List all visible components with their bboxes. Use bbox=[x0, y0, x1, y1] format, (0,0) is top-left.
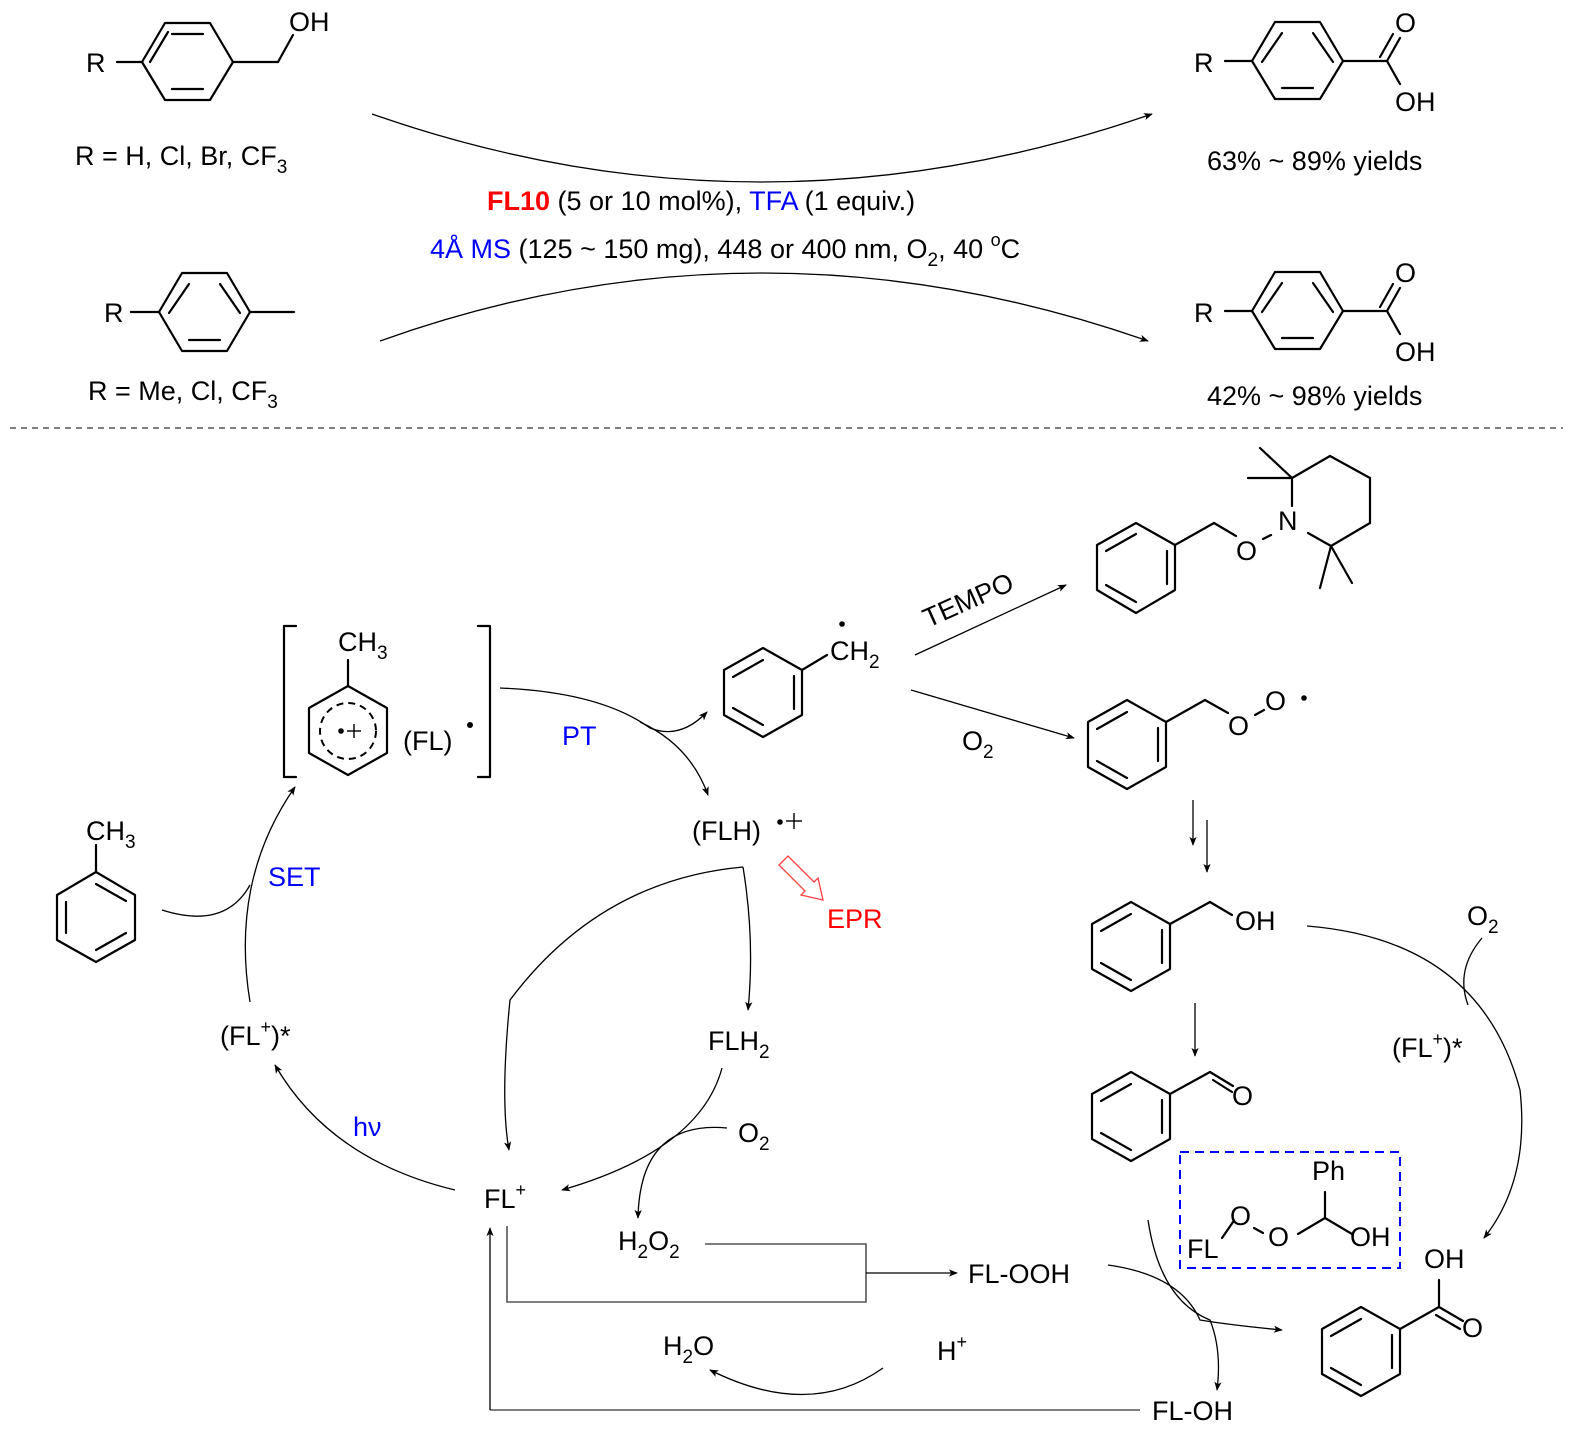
pt-arrow-flh bbox=[639, 721, 709, 796]
benzoic-acid-product-1: R O OH bbox=[1194, 8, 1436, 117]
carbonyl-o-label: O bbox=[1395, 258, 1416, 288]
tempo-arrow bbox=[914, 584, 1067, 656]
toluene-substrate: R bbox=[104, 271, 296, 353]
o2-label: O2 bbox=[738, 1118, 770, 1155]
arrow-flh-to-flh2 bbox=[742, 866, 753, 1011]
oh-label: OH bbox=[1235, 906, 1276, 936]
oh-label: OH bbox=[1395, 87, 1436, 117]
o-label: O bbox=[1232, 1081, 1253, 1111]
set-label: SET bbox=[268, 862, 321, 892]
h2o2-label: H2O2 bbox=[618, 1226, 680, 1263]
hv-label: hν bbox=[353, 1112, 382, 1142]
r-label: R bbox=[1194, 48, 1214, 78]
arrow-fl-ooh-to-acid bbox=[1107, 1264, 1283, 1333]
o-label: O bbox=[1268, 1222, 1289, 1252]
oh-label: OH bbox=[1424, 1244, 1465, 1274]
benzyl-radical: CH2 bbox=[722, 621, 880, 739]
conditions-line-2: 4Å MS (125 ~ 150 mg), 448 or 400 nm, O2,… bbox=[430, 230, 1020, 271]
benzoic-acid-product-2: R O OH bbox=[1194, 258, 1436, 367]
flh2-label: FLH2 bbox=[708, 1026, 770, 1063]
o-label: O bbox=[1230, 1201, 1251, 1231]
ch2-label: CH2 bbox=[830, 636, 880, 673]
toluene-molecule: CH3 bbox=[55, 816, 137, 964]
arrow-h-plus-to-h2o bbox=[709, 1367, 884, 1396]
epr-label: EPR bbox=[827, 904, 883, 934]
h-plus-label: H+ bbox=[937, 1332, 967, 1366]
acid-label: TFA bbox=[749, 186, 798, 216]
yield-2: 42% ~ 98% yields bbox=[1207, 381, 1422, 411]
toluene-entry-arc bbox=[161, 884, 251, 917]
benzaldehyde: O bbox=[1090, 1070, 1253, 1163]
r-groups-1: R = H, Cl, Br, CF3 bbox=[75, 141, 287, 178]
fl-excited-right-label: (FL+)* bbox=[1392, 1029, 1463, 1063]
fl-oh-label: FL-OH bbox=[1152, 1396, 1233, 1426]
arrow-o2-to-h2o2 bbox=[634, 1126, 728, 1219]
o-label: O bbox=[1236, 536, 1257, 566]
o-label: O bbox=[1228, 711, 1249, 741]
yield-1: 63% ~ 89% yields bbox=[1207, 146, 1422, 176]
tempo-label: TEMPO bbox=[918, 567, 1018, 633]
combine-bracket bbox=[506, 1226, 867, 1303]
left-bracket bbox=[282, 624, 298, 779]
oh-label: OH bbox=[1395, 337, 1436, 367]
r-label: R bbox=[86, 48, 106, 78]
fl-radical-label: (FL) bbox=[403, 726, 453, 756]
benzyl-alcohol-substrate: R OH bbox=[86, 7, 330, 102]
catalyst-label: FL10 bbox=[487, 186, 550, 216]
fl-label: FL bbox=[1187, 1234, 1219, 1264]
pt-label: PT bbox=[562, 721, 597, 751]
h2o-label: H2O bbox=[663, 1331, 714, 1368]
molecular-sieve-label: 4Å MS bbox=[430, 233, 511, 264]
o2-branch-label: O2 bbox=[962, 726, 994, 763]
direct-oxidation-arrow bbox=[1306, 925, 1523, 1239]
arrow-to-fl-oh bbox=[1147, 1219, 1222, 1391]
carbonyl-o-label: O bbox=[1462, 1313, 1483, 1343]
intermediate-highlight-box bbox=[1179, 1151, 1401, 1269]
right-bracket bbox=[476, 624, 492, 779]
hv-arrow bbox=[274, 1064, 456, 1191]
oh-label: OH bbox=[1350, 1222, 1391, 1252]
reaction-arrow-2 bbox=[379, 272, 1149, 342]
set-arrow bbox=[244, 786, 296, 1003]
r-groups-2: R = Me, Cl, CF3 bbox=[88, 376, 278, 413]
flh-radical-cation-label: (FLH) bbox=[692, 816, 761, 846]
ch3-label: CH3 bbox=[86, 816, 136, 853]
ch3-label: CH3 bbox=[338, 627, 388, 664]
o-radical-label: O bbox=[1265, 686, 1286, 716]
toluene-radical-cation-complex: CH3 (FL) bbox=[282, 624, 492, 779]
reaction-arrow-1 bbox=[371, 113, 1153, 183]
fl-ooh-label: FL-OOH bbox=[968, 1259, 1070, 1289]
o2-entry-arc bbox=[1463, 937, 1483, 1006]
r-label: R bbox=[104, 298, 124, 328]
pt-arrow-benzyl bbox=[499, 687, 708, 733]
ph-label: Ph bbox=[1312, 1156, 1345, 1186]
tempo-adduct: O N bbox=[1095, 446, 1372, 615]
r-label: R bbox=[1194, 298, 1214, 328]
benzyl-alcohol: OH bbox=[1090, 900, 1276, 993]
fl-plus-label: FL+ bbox=[484, 1180, 526, 1214]
oh-label: OH bbox=[289, 7, 330, 37]
arrow-flh-to-fl bbox=[504, 866, 744, 1151]
conditions-line-1: FL10 (5 or 10 mol%), TFA (1 equiv.) bbox=[487, 186, 915, 216]
benzylperoxyl-radical: O O bbox=[1086, 686, 1307, 791]
epr-arrow bbox=[778, 855, 824, 901]
n-label: N bbox=[1278, 506, 1298, 536]
o2-arrow bbox=[910, 689, 1075, 740]
arrow-flh2-to-fl bbox=[561, 1067, 723, 1192]
benzoic-acid: OH O bbox=[1320, 1244, 1483, 1398]
fl-excited-label: (FL+)* bbox=[220, 1017, 291, 1051]
peroxide-hemiacetal-intermediate: FL O O Ph OH bbox=[1187, 1156, 1391, 1264]
carbonyl-o-label: O bbox=[1395, 8, 1416, 38]
o2-right-label: O2 bbox=[1467, 901, 1499, 938]
